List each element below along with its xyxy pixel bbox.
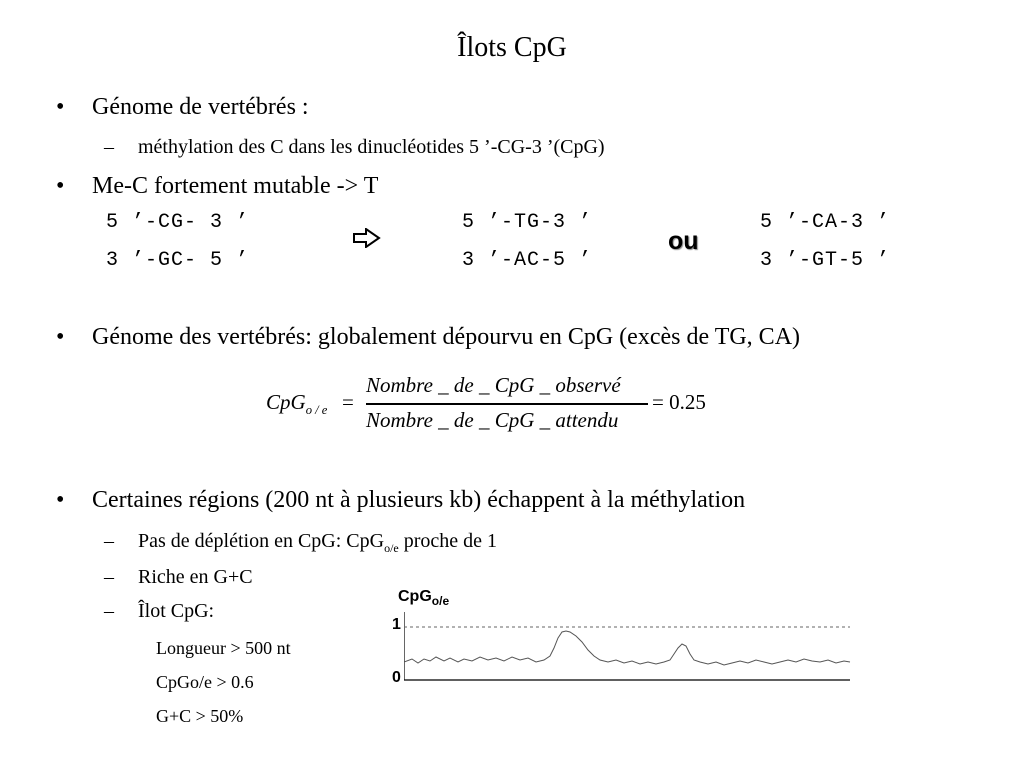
slide-title: Îlots CpG	[457, 32, 567, 63]
graph-y0-label: 0	[392, 669, 401, 686]
seq-mid-top: 5 ’-TG-3 ’	[462, 211, 593, 234]
sub-methylation: méthylation des C dans les dinucléotides…	[138, 136, 605, 158]
formula-equals: =	[342, 390, 354, 414]
dash-marker: –	[104, 600, 114, 622]
formula-lhs-sub: o / e	[305, 403, 328, 418]
graph-y1-label: 1	[392, 616, 401, 633]
cpg-profile-graph	[404, 612, 851, 681]
sub-ilot-cpg: Îlot CpG:	[138, 600, 215, 622]
formula-lhs: CpGo / e	[266, 390, 327, 418]
formula-denominator: Nombre _ de _ CpG _ attendu	[366, 408, 619, 432]
dash-marker: –	[104, 530, 114, 552]
bullet-genome-vertebres: Génome de vertébrés :	[92, 94, 309, 120]
bullet-marker: •	[56, 94, 65, 120]
seq-right-bottom: 3 ’-GT-5 ’	[760, 249, 891, 272]
fraction-bar	[366, 403, 648, 405]
dash-marker: –	[104, 136, 114, 158]
criterion-gc-content: G+C > 50%	[156, 706, 244, 726]
sub-riche-gc: Riche en G+C	[138, 566, 253, 588]
seq-left-bottom: 3 ’-GC- 5 ’	[106, 249, 250, 272]
seq-right-top: 5 ’-CA-3 ’	[760, 211, 891, 234]
dash-marker: –	[104, 566, 114, 588]
bullet-marker: •	[56, 173, 65, 199]
sub-pas-depletion: Pas de déplétion en CpG: CpGo/e proche d…	[138, 530, 498, 555]
seq-left-top: 5 ’-CG- 3 ’	[106, 211, 250, 234]
graph-label: CpGo/e	[398, 588, 450, 609]
bullet-mec-mutable: Me-C fortement mutable -> T	[92, 173, 379, 199]
seq-mid-bottom: 3 ’-AC-5 ’	[462, 249, 593, 272]
formula-lhs-main: CpG	[266, 390, 306, 414]
bullet-certaines-regions: Certaines régions (200 nt à plusieurs kb…	[92, 487, 746, 513]
cpg-profile-curve	[404, 630, 851, 666]
formula-result: = 0.25	[652, 390, 706, 414]
criterion-cpg-ratio: CpGo/e > 0.6	[156, 672, 254, 692]
outline-right-arrow-icon	[352, 227, 382, 249]
bullet-genome-depourvu: Génome des vertébrés: globalement dépour…	[92, 324, 801, 350]
bullet-marker: •	[56, 487, 65, 513]
criterion-length: Longueur > 500 nt	[156, 638, 291, 658]
bullet-marker: •	[56, 324, 65, 350]
or-word: ou	[668, 227, 699, 255]
formula-numerator: Nombre _ de _ CpG _ observé	[366, 373, 621, 397]
